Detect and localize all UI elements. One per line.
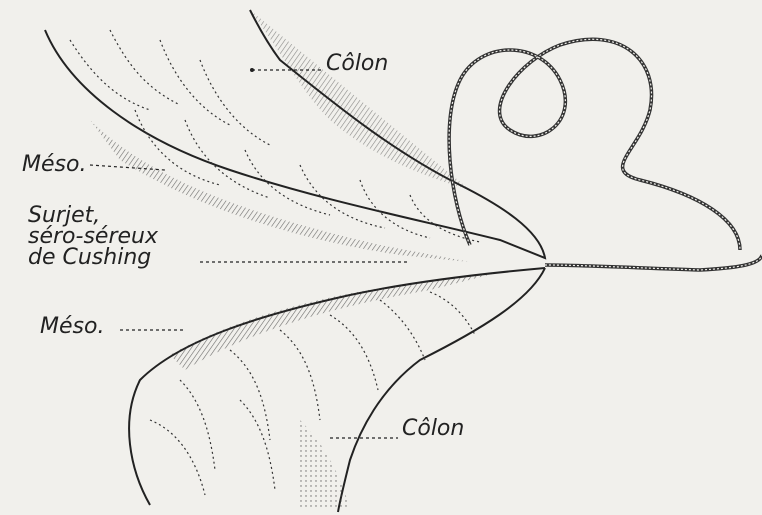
label-cushing-line2: séro-séreux	[28, 226, 158, 247]
suture-thread	[449, 39, 762, 270]
label-cushing-suture: Surjet, séro-séreux de Cushing	[28, 205, 158, 268]
label-meso-bottom: Méso.	[40, 316, 104, 338]
label-meso-top: Méso.	[22, 154, 86, 176]
label-colon-top: Côlon	[326, 53, 388, 75]
label-colon-bottom: Côlon	[402, 418, 464, 440]
lower-colon-loop	[129, 268, 545, 512]
label-cushing-line3: de Cushing	[28, 247, 158, 268]
label-cushing-line1: Surjet,	[28, 205, 158, 226]
